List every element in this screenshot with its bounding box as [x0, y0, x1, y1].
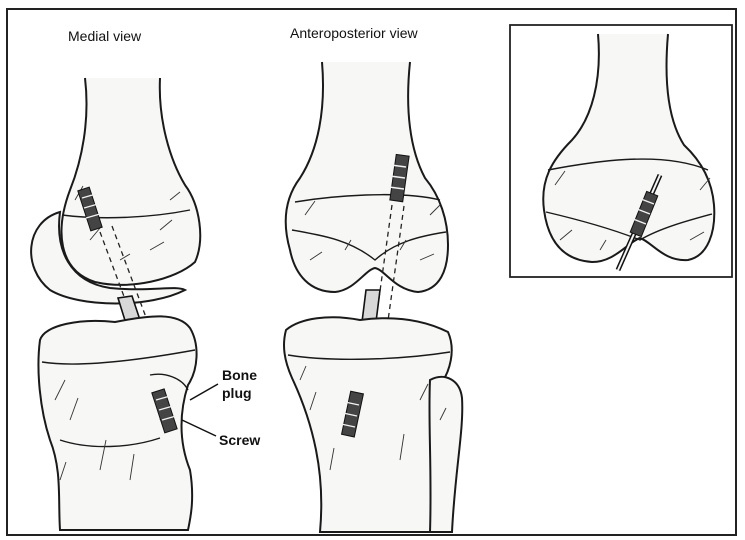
ap-femur: [286, 62, 448, 292]
medial-view-heading: Medial view: [68, 28, 142, 44]
ap-fibula: [429, 377, 462, 532]
medial-view-drawing: [31, 78, 200, 530]
anteroposterior-view-heading: Anteroposterior view: [290, 25, 419, 41]
screw-label: Screw: [219, 432, 260, 448]
anteroposterior-view-drawing: [284, 62, 462, 532]
inset-panel: [510, 25, 732, 277]
medial-femur: [62, 78, 201, 285]
ap-tibia: [284, 317, 452, 532]
plug-label-line2: plug: [222, 385, 252, 401]
bone-label-line1: Bone: [222, 367, 257, 383]
ap-graft: [362, 290, 380, 322]
